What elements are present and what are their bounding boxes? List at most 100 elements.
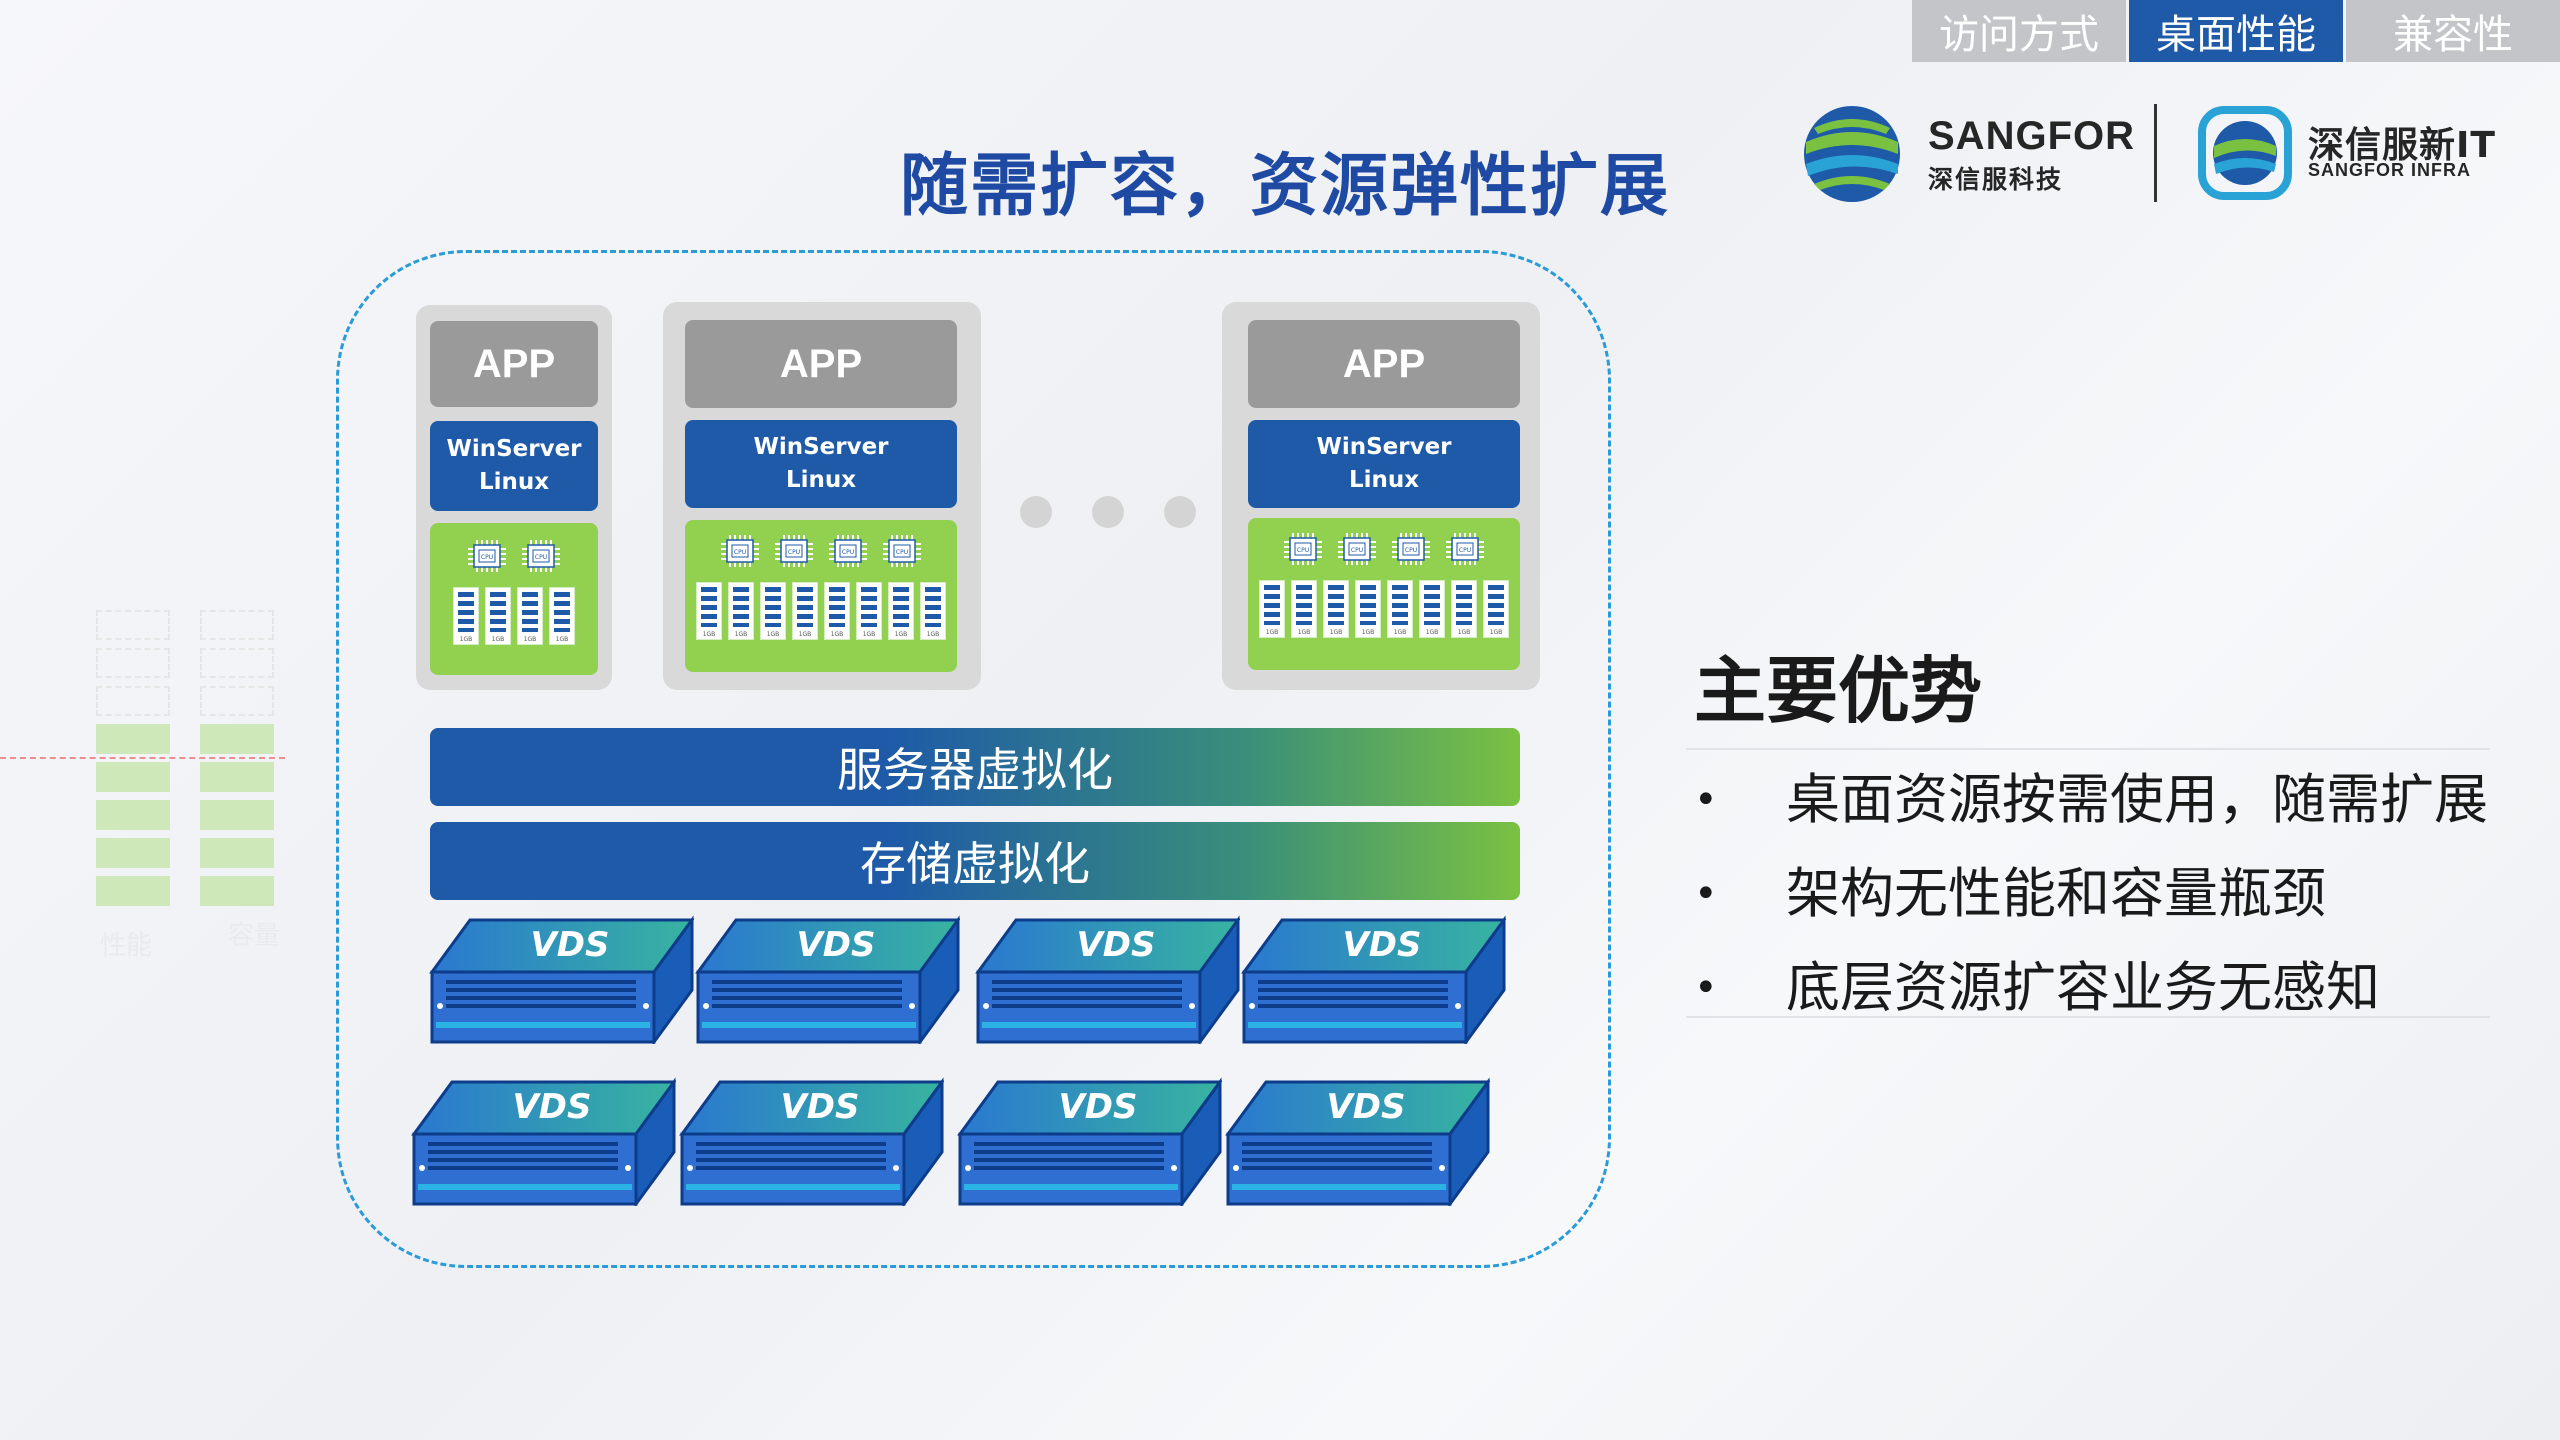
cpu-chip-icon: CPU — [721, 535, 759, 567]
vds-server-icon: VDS — [695, 915, 960, 1044]
ram-stick-icon: 1GB — [1291, 580, 1317, 638]
advantage-item: • 架构无性能和容量瓶颈 — [1694, 856, 2488, 950]
ram-stick-icon: 1GB — [1323, 580, 1349, 638]
cpu-chip-icon: CPU — [829, 535, 867, 567]
cpu-chip-icon: CPU — [883, 535, 921, 567]
cpu-chip-icon: CPU — [1284, 533, 1322, 565]
ram-label: 1GB — [830, 631, 844, 638]
cpu-chip-icon: CPU — [522, 540, 560, 572]
ram-label: 1GB — [702, 631, 716, 638]
ram-label: 1GB — [766, 631, 780, 638]
app-box: APP — [1248, 320, 1520, 408]
tab-access-method[interactable]: 访问方式 — [1912, 0, 2126, 62]
ram-label: 1GB — [1297, 629, 1311, 636]
more-instances-ellipsis — [1020, 496, 1196, 528]
ram-label: 1GB — [1393, 629, 1407, 636]
advantage-item: • 桌面资源按需使用，随需扩展 — [1694, 762, 2488, 856]
vds-server-icon: VDS — [957, 1077, 1222, 1206]
ram-label: 1GB — [523, 636, 537, 643]
vds-label: VDS — [1342, 925, 1421, 965]
cpu-row: CPU CPU CPU CPU — [685, 534, 957, 568]
storage-virtualization-bar: 存储虚拟化 — [430, 822, 1520, 900]
cpu-chip-icon: CPU — [468, 540, 506, 572]
tab-desktop-performance[interactable]: 桌面性能 — [2129, 0, 2343, 62]
ram-chips — [1296, 585, 1312, 625]
ram-stick-icon: 1GB — [760, 582, 786, 640]
vds-label: VDS — [1326, 1087, 1405, 1127]
ram-label: 1GB — [798, 631, 812, 638]
ram-chips — [458, 592, 474, 632]
cpu-label: CPU — [1297, 547, 1309, 554]
cpu-chip-icon: CPU — [775, 535, 813, 567]
vds-label: VDS — [530, 925, 609, 965]
bullet-icon: • — [1694, 871, 1718, 917]
ram-chips — [1328, 585, 1344, 625]
app-box: APP — [685, 320, 957, 408]
advantage-text: 桌面资源按需使用，随需扩展 — [1786, 768, 2488, 831]
sangfor-logo: SANGFOR 深信服科技 — [1800, 100, 2134, 210]
ram-chips — [490, 592, 506, 632]
ram-stick-icon: 1GB — [1419, 580, 1445, 638]
ram-stick-icon: 1GB — [1387, 580, 1413, 638]
ram-label: 1GB — [1361, 629, 1375, 636]
ghost-divider-line — [0, 757, 285, 759]
ghost-label-performance: 性能 — [100, 931, 153, 961]
ram-chips — [1360, 585, 1376, 625]
ram-stick-icon: 1GB — [696, 582, 722, 640]
app-box: APP — [430, 321, 598, 407]
cpu-label: CPU — [734, 549, 746, 556]
os-line-linux: Linux — [1348, 467, 1420, 493]
ram-label: 1GB — [1329, 629, 1343, 636]
cpu-label: CPU — [842, 549, 854, 556]
ram-label: 1GB — [555, 636, 569, 643]
vds-server-icon: VDS — [1241, 915, 1506, 1044]
ram-stick-icon: 1GB — [824, 582, 850, 640]
ram-stick-icon: 1GB — [856, 582, 882, 640]
vds-server-icon: VDS — [411, 1077, 676, 1206]
os-line-linux: Linux — [785, 467, 857, 493]
infra-wordmark: 深信服新IT — [2308, 125, 2496, 166]
vds-server-icon: VDS — [1225, 1077, 1490, 1206]
cpu-row: CPU CPU — [430, 539, 598, 573]
os-line-winserver: WinServer — [753, 434, 889, 460]
ram-chips — [554, 592, 570, 632]
cpu-label: CPU — [788, 549, 800, 556]
os-line-linux: Linux — [478, 469, 550, 495]
ram-chips — [733, 587, 749, 627]
resource-pool-frame — [336, 250, 1611, 1268]
os-box: WinServer Linux — [685, 420, 957, 508]
ram-label: 1GB — [1457, 629, 1471, 636]
ram-chips — [1264, 585, 1280, 625]
vds-server-icon: VDS — [429, 915, 694, 1044]
ram-stick-icon: 1GB — [549, 587, 575, 645]
sangfor-globe-icon — [1804, 106, 1900, 202]
ram-stick-icon: 1GB — [1355, 580, 1381, 638]
ram-label: 1GB — [1425, 629, 1439, 636]
vds-label: VDS — [512, 1087, 591, 1127]
advantages-bottom-rule — [1686, 1016, 2490, 1018]
tab-compatibility[interactable]: 兼容性 — [2346, 0, 2560, 62]
cpu-label: CPU — [481, 554, 493, 561]
ram-stick-icon: 1GB — [1451, 580, 1477, 638]
ram-chips — [829, 587, 845, 627]
ram-chips — [765, 587, 781, 627]
vds-server-icon: VDS — [975, 915, 1240, 1044]
ellipsis-dot — [1164, 496, 1196, 528]
ram-stick-icon: 1GB — [453, 587, 479, 645]
advantages-top-rule — [1686, 748, 2490, 750]
ram-chips — [1392, 585, 1408, 625]
cpu-label: CPU — [535, 554, 547, 561]
sangfor-infra-icon — [2198, 106, 2292, 200]
ram-stick-icon: 1GB — [485, 587, 511, 645]
ram-chips — [893, 587, 909, 627]
os-line-winserver: WinServer — [446, 436, 582, 462]
advantages-title: 主要优势 — [1694, 649, 1983, 733]
advantage-item: • 底层资源扩容业务无感知 — [1694, 950, 2488, 1044]
sangfor-infra-logo: 深信服新IT SANGFOR INFRA — [2196, 100, 2496, 210]
